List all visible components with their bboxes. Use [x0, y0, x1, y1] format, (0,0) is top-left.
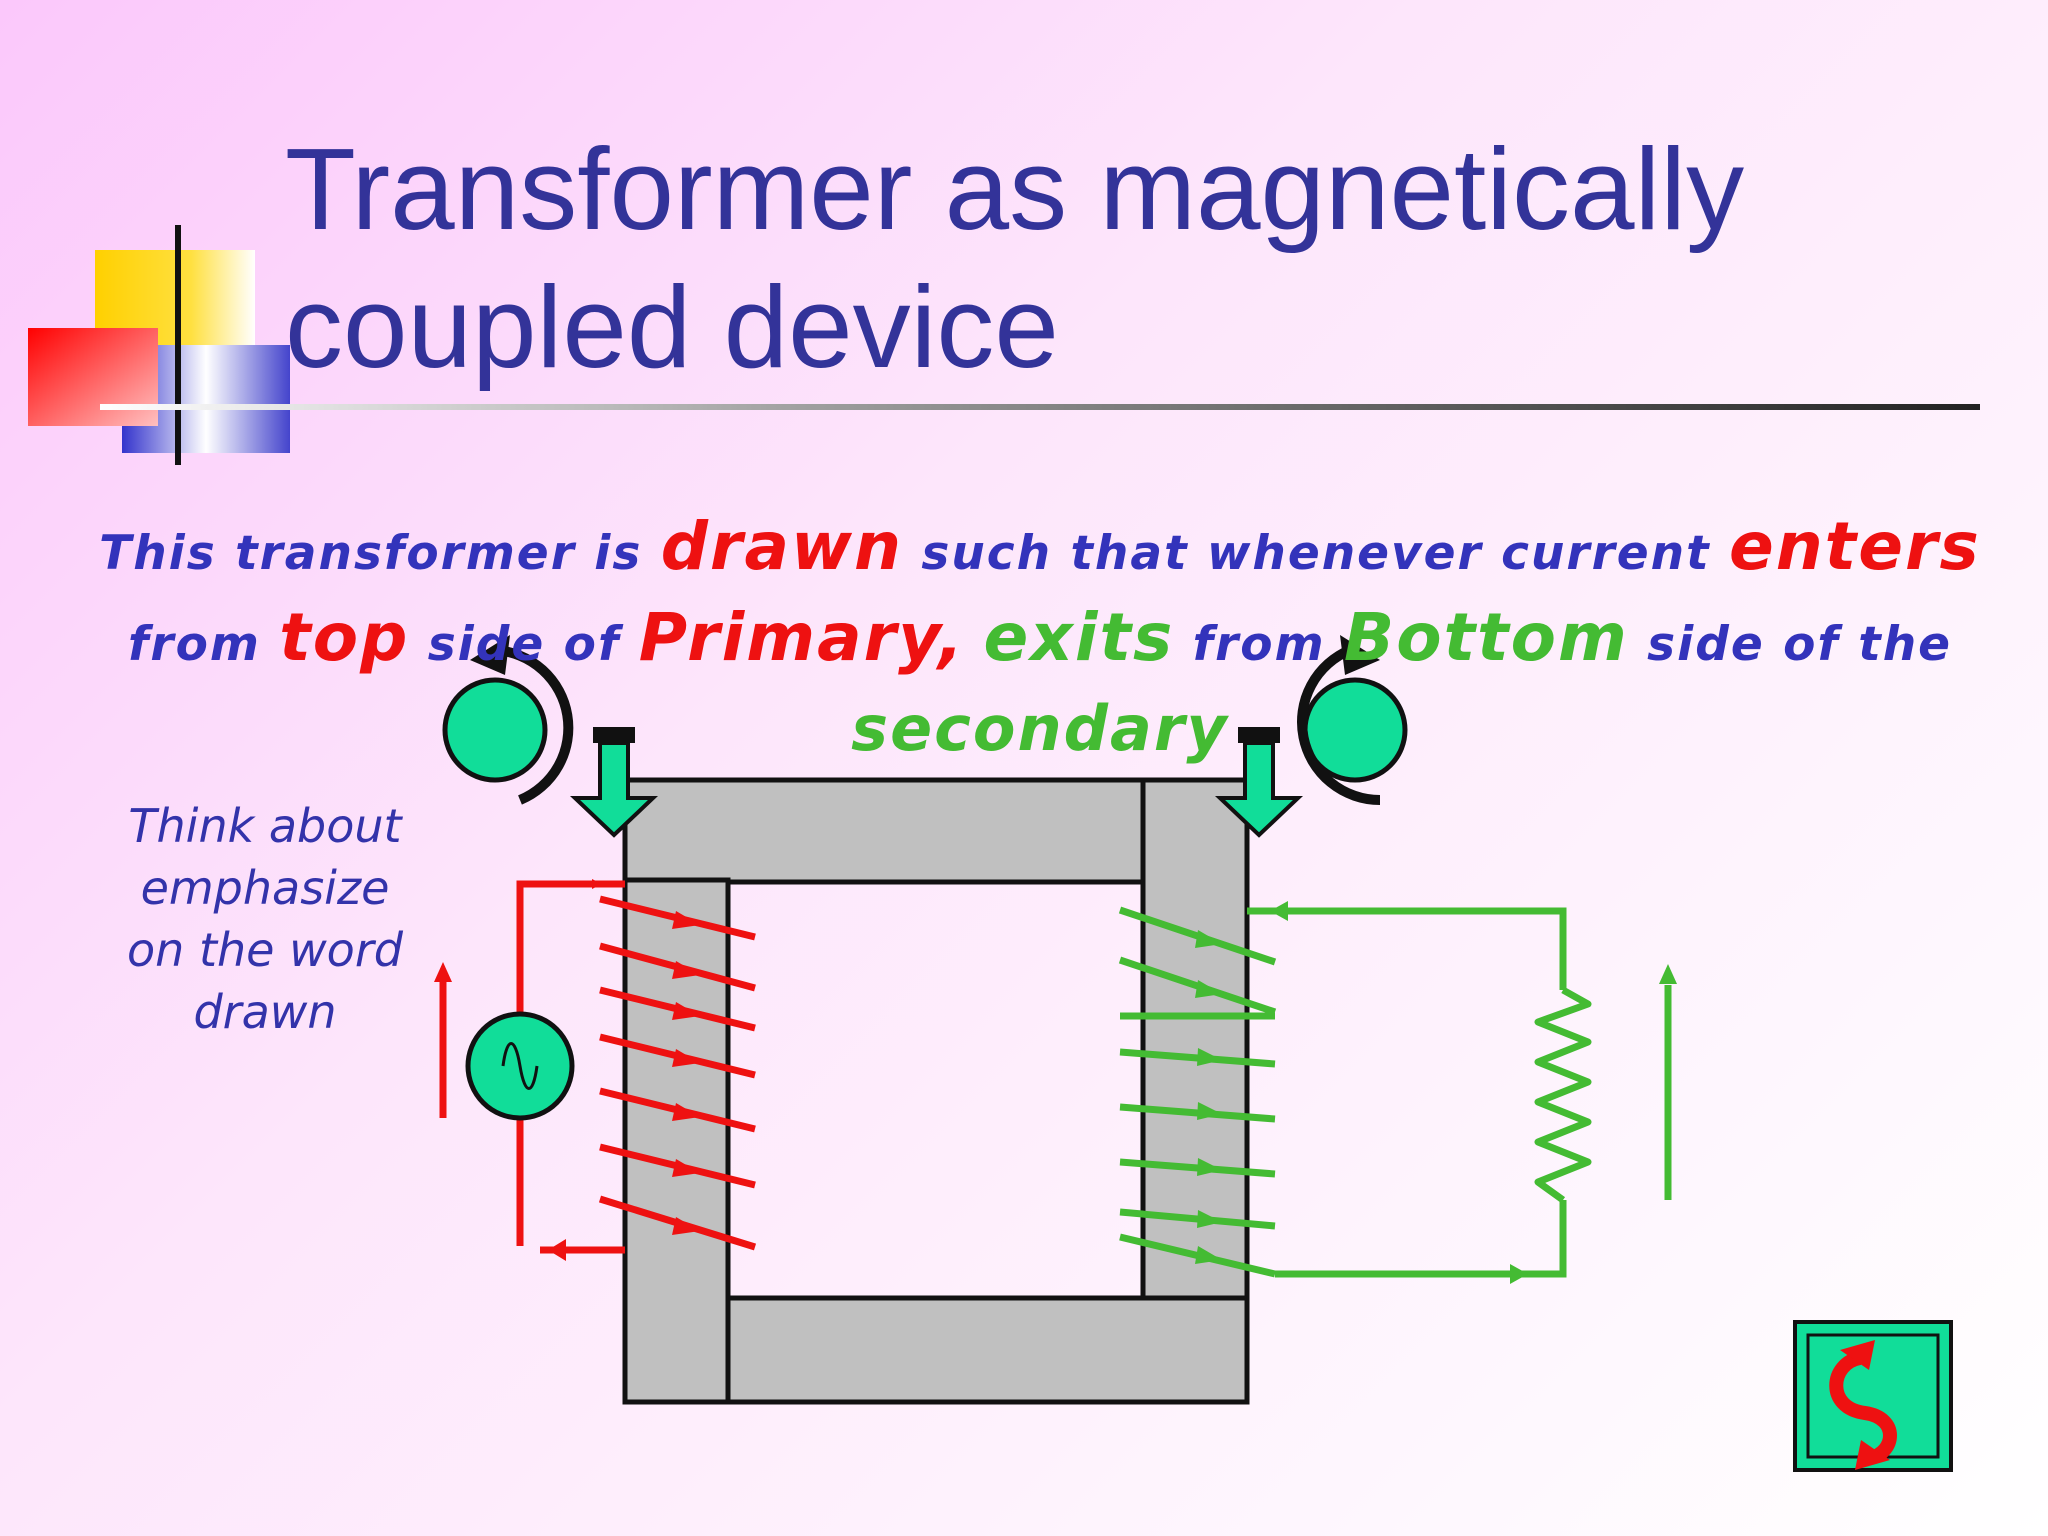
decor-squares	[28, 225, 290, 465]
secondary-lead-top	[1247, 907, 1567, 990]
secondary-lead-bottom-arrow	[1510, 1264, 1528, 1284]
statement-text: side of	[409, 617, 639, 672]
decor-red-square	[28, 328, 158, 426]
ac-source-icon	[465, 1011, 575, 1121]
emphasis-top: top	[279, 599, 410, 676]
emphasis-bottom: Bottom	[1343, 599, 1629, 676]
title-underline	[100, 404, 1980, 410]
statement-text: This transformer is	[99, 526, 661, 581]
emphasis-exits: exits	[983, 599, 1175, 676]
resistor-icon	[1534, 986, 1592, 1203]
emphasis-primary: Primary,	[638, 599, 966, 676]
primary-voltage-arrowhead	[434, 962, 452, 982]
page-title: Transformer as magnetically coupled devi…	[285, 120, 1985, 396]
note-line-3: on the word	[127, 923, 403, 977]
primary-winding	[434, 879, 757, 1261]
secondary-voltage-arrowhead	[1659, 964, 1677, 984]
statement-text: side of the	[1628, 617, 1953, 672]
statement-text: such that whenever current	[902, 526, 1729, 581]
note-line-4: drawn	[193, 985, 337, 1039]
rotation-arrow-icon	[470, 635, 510, 675]
emphasis-enters: enters	[1728, 508, 1981, 585]
rotation-arrow-icon	[1340, 635, 1380, 675]
primary-lead-top	[516, 880, 565, 1246]
emphasis-drawn: drawn	[660, 508, 903, 585]
emphasis-secondary: secondary	[851, 692, 1229, 765]
statement-text	[965, 617, 983, 672]
secondary-turn-arrows	[1195, 930, 1222, 1264]
dot-convention-statement: This transformer is drawn such that when…	[60, 505, 2020, 777]
secondary-lead-bottom	[1275, 1200, 1567, 1278]
note-line-2: emphasize	[140, 861, 390, 915]
polarity-marker-secondary	[1214, 635, 1408, 838]
secondary-lead-top-arrow	[1270, 901, 1288, 921]
core-bottom-limb	[725, 1295, 1250, 1405]
marker-bar	[1238, 727, 1280, 743]
marker-bar	[593, 727, 635, 743]
marker-circle	[442, 677, 548, 783]
note-line-1: Think about	[128, 799, 402, 853]
down-arrow-icon	[569, 741, 659, 838]
polarity-marker-primary	[442, 635, 659, 838]
side-note: Think about emphasize on the word drawn	[110, 795, 420, 1043]
transformer-core	[622, 777, 1250, 1405]
primary-lead-bottom-arrow	[548, 1239, 566, 1261]
primary-turn-arrows	[672, 911, 700, 1235]
title-line-2: coupled device	[285, 262, 1059, 392]
statement-text: from	[127, 617, 280, 672]
return-button-icon[interactable]	[1793, 1320, 1953, 1472]
rotation-arc-icon	[494, 645, 574, 805]
rotation-arc-icon	[1297, 645, 1381, 805]
statement-text: from	[1174, 617, 1344, 672]
title-line-1: Transformer as magnetically	[285, 124, 1745, 254]
secondary-winding	[1118, 901, 1677, 1284]
down-arrow-icon	[1214, 741, 1304, 838]
